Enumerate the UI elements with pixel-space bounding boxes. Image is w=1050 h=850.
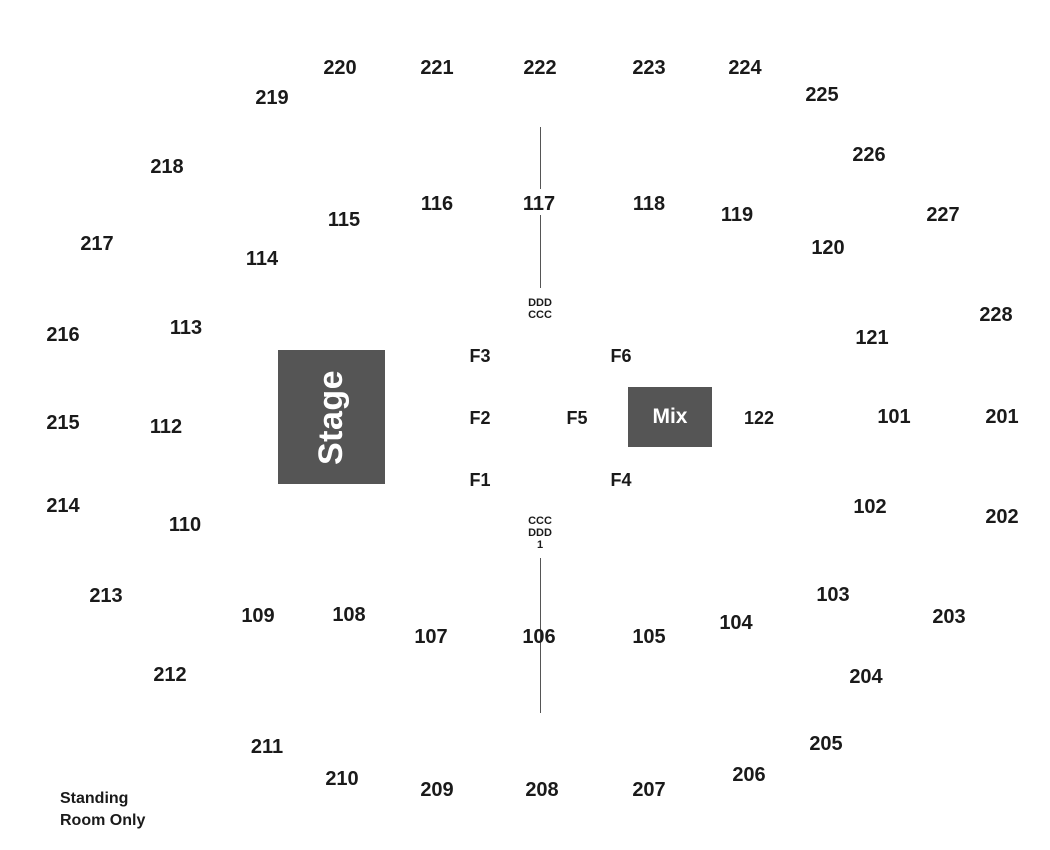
stage-label: Stage — [312, 369, 350, 465]
section-104[interactable]: 104 — [719, 612, 753, 634]
section-204[interactable]: 204 — [849, 666, 883, 688]
section-228[interactable]: 228 — [979, 304, 1013, 326]
section-114[interactable]: 114 — [245, 248, 279, 270]
section-212[interactable]: 212 — [153, 664, 187, 686]
section-107[interactable]: 107 — [414, 626, 448, 648]
section-201[interactable]: 201 — [985, 406, 1019, 428]
section-210[interactable]: 210 — [325, 768, 359, 790]
section-205[interactable]: 205 — [809, 733, 843, 755]
row-label: 1 — [536, 539, 544, 551]
section-226[interactable]: 226 — [852, 144, 886, 166]
aisle-line-north-lower — [540, 215, 541, 288]
section-109[interactable]: 109 — [241, 605, 275, 627]
section-202[interactable]: 202 — [985, 506, 1019, 528]
section-225[interactable]: 225 — [805, 84, 839, 106]
section-108[interactable]: 108 — [332, 604, 366, 626]
section-f3[interactable]: F3 — [469, 346, 491, 366]
section-f6[interactable]: F6 — [610, 346, 632, 366]
section-223[interactable]: 223 — [632, 57, 666, 79]
standing-room-line: Standing — [60, 790, 129, 807]
row-labels-south: CCC DDD 1 — [528, 515, 552, 551]
section-118[interactable]: 118 — [632, 193, 666, 215]
section-106[interactable]: 106 — [522, 626, 556, 648]
row-label: CCC — [528, 309, 552, 321]
aisle-line-north-upper — [540, 127, 541, 189]
section-105[interactable]: 105 — [632, 626, 666, 648]
section-220[interactable]: 220 — [323, 57, 357, 79]
section-117[interactable]: 117 — [522, 193, 556, 215]
section-110[interactable]: 110 — [168, 514, 202, 536]
section-f2[interactable]: F2 — [469, 408, 491, 428]
section-115[interactable]: 115 — [327, 209, 361, 231]
section-222[interactable]: 222 — [523, 57, 557, 79]
section-121[interactable]: 121 — [855, 327, 889, 349]
section-218[interactable]: 218 — [150, 156, 184, 178]
section-120[interactable]: 120 — [811, 237, 845, 259]
section-f1[interactable]: F1 — [469, 470, 491, 490]
row-label: CCC — [528, 515, 552, 527]
section-f4[interactable]: F4 — [610, 470, 632, 490]
section-216[interactable]: 216 — [46, 324, 80, 346]
row-label: DDD — [528, 527, 552, 539]
section-103[interactable]: 103 — [816, 584, 850, 606]
section-f5[interactable]: F5 — [566, 408, 588, 428]
section-207[interactable]: 207 — [632, 779, 666, 801]
section-112[interactable]: 112 — [149, 416, 183, 438]
section-113[interactable]: 113 — [169, 317, 203, 339]
aisle-line-south — [540, 558, 541, 713]
section-203[interactable]: 203 — [932, 606, 966, 628]
mix-booth: Mix — [628, 387, 712, 447]
section-227[interactable]: 227 — [926, 204, 960, 226]
section-122[interactable]: 122 — [743, 408, 775, 428]
section-224[interactable]: 224 — [728, 57, 762, 79]
section-101[interactable]: 101 — [877, 406, 911, 428]
section-217[interactable]: 217 — [80, 233, 114, 255]
section-214[interactable]: 214 — [46, 495, 80, 517]
section-219[interactable]: 219 — [255, 87, 289, 109]
section-209[interactable]: 209 — [420, 779, 454, 801]
section-119[interactable]: 119 — [720, 204, 754, 226]
section-116[interactable]: 116 — [420, 193, 454, 215]
section-211[interactable]: 211 — [250, 736, 284, 758]
section-208[interactable]: 208 — [525, 779, 559, 801]
section-213[interactable]: 213 — [89, 585, 123, 607]
section-102[interactable]: 102 — [853, 496, 887, 518]
section-221[interactable]: 221 — [420, 57, 454, 79]
section-215[interactable]: 215 — [46, 412, 80, 434]
section-206[interactable]: 206 — [732, 764, 766, 786]
row-label: DDD — [528, 297, 552, 309]
standing-room-line: Room Only — [60, 812, 146, 829]
standing-room-label: Standing Room Only — [60, 788, 145, 832]
row-labels-north: DDD CCC — [528, 297, 552, 321]
stage: Stage — [278, 350, 385, 484]
